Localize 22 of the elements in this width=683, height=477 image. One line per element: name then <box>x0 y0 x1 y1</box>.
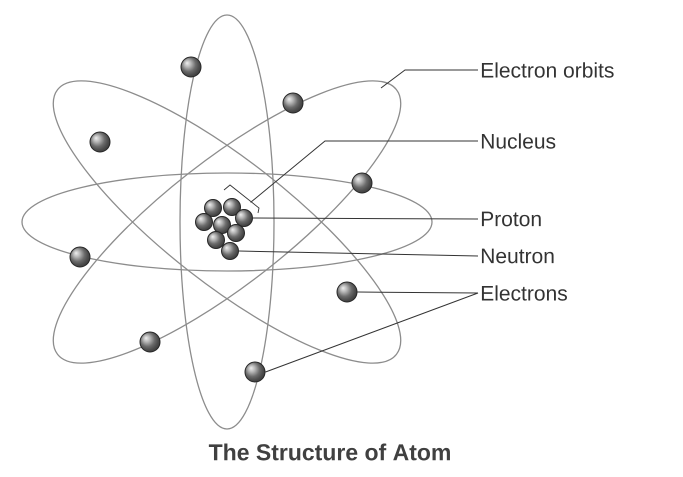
leader-line <box>250 140 478 203</box>
ball <box>235 209 253 227</box>
leader-line <box>238 250 478 256</box>
ball <box>336 282 358 302</box>
ball <box>90 132 110 152</box>
label-text: Electrons <box>482 285 567 301</box>
leader-line <box>252 218 478 220</box>
leader-line <box>357 292 478 294</box>
leader-line <box>380 70 478 88</box>
ball <box>352 172 372 194</box>
label-text: Neutron <box>482 248 554 264</box>
ball <box>140 332 160 352</box>
ball <box>180 56 202 78</box>
title: The Structure of Atom <box>208 444 450 460</box>
label-text: Nucleus <box>482 133 556 149</box>
ball <box>221 242 239 260</box>
ball <box>282 92 304 114</box>
ball <box>244 362 266 382</box>
leader-line <box>265 292 478 372</box>
ball <box>70 246 90 268</box>
label-text: Proton <box>482 212 541 226</box>
label-text: Electron orbits <box>482 62 614 78</box>
